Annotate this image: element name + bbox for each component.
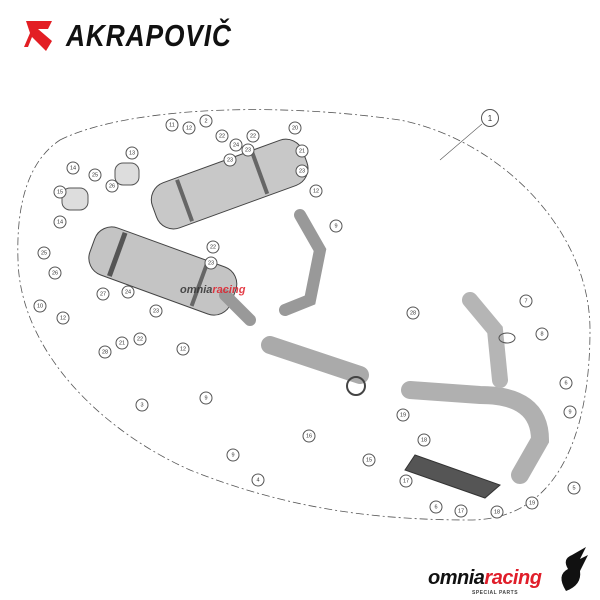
- brand-name: AKRAPOVIČ: [66, 18, 232, 53]
- callout-part-18: 18: [490, 505, 504, 519]
- callout-part-15: 15: [53, 185, 67, 199]
- akrapovic-logo: AKRAPOVIČ: [22, 18, 261, 54]
- callout-part-27: 27: [96, 287, 110, 301]
- callout-part-17: 17: [399, 474, 413, 488]
- callout-part-12: 12: [56, 311, 70, 325]
- callout-part-26: 26: [105, 179, 119, 193]
- lower-silencer: [88, 226, 238, 316]
- callout-part-9: 9: [199, 391, 213, 405]
- callout-part-23: 23: [223, 153, 237, 167]
- upper-link-pipe: [279, 209, 327, 316]
- callout-part-10: 10: [33, 299, 47, 313]
- callout-part-6: 6: [559, 376, 573, 390]
- logo-tagline: SPECIAL PARTS: [472, 590, 519, 596]
- callout-part-6: 6: [429, 500, 443, 514]
- heat-shield: [404, 454, 501, 499]
- callout-part-1: 1: [481, 109, 499, 127]
- lower-link-pipe: [219, 289, 256, 326]
- callout-part-25: 25: [37, 246, 51, 260]
- callout-part-11: 11: [165, 118, 179, 132]
- callout-part-13: 13: [125, 146, 139, 160]
- callout-part-21: 21: [115, 336, 129, 350]
- callout-part-23: 23: [204, 256, 218, 270]
- callout-part-17: 17: [454, 504, 468, 518]
- callout-part-21: 21: [295, 144, 309, 158]
- callout-part-8: 8: [535, 327, 549, 341]
- end-cap-15: [61, 187, 89, 211]
- callout-part-23: 23: [149, 304, 163, 318]
- callout-part-19: 19: [525, 496, 539, 510]
- callout-part-28: 28: [98, 345, 112, 359]
- callout-part-15: 15: [362, 453, 376, 467]
- clamp-15: [346, 376, 366, 396]
- callout-part-23: 23: [241, 143, 255, 157]
- callout-part-26: 26: [48, 266, 62, 280]
- callout-part-9: 9: [226, 448, 240, 462]
- callout-part-4: 4: [251, 473, 265, 487]
- griffin-icon: [561, 547, 588, 591]
- callout-part-12: 12: [176, 342, 190, 356]
- callout-part-22: 22: [215, 129, 229, 143]
- callout-part-20: 20: [288, 121, 302, 135]
- callout-part-22: 22: [206, 240, 220, 254]
- kit-boundary-outline: [17, 109, 591, 521]
- callout-part-19: 19: [396, 408, 410, 422]
- callout-part-2: 2: [199, 114, 213, 128]
- callout-part-12: 12: [309, 184, 323, 198]
- callout-part-3: 3: [135, 398, 149, 412]
- callout-part-22: 22: [246, 129, 260, 143]
- end-cap-13: [114, 162, 140, 186]
- callout-part-24: 24: [229, 138, 243, 152]
- callout-part-7: 7: [519, 294, 533, 308]
- callout-part-5: 5: [567, 481, 581, 495]
- akrapovic-emblem-icon: [24, 21, 52, 51]
- upper-silencer: [150, 138, 309, 230]
- watermark: omniaracing: [180, 284, 246, 296]
- callout-part-9: 9: [563, 405, 577, 419]
- callout-part-28: 28: [406, 306, 420, 320]
- gasket-8: [498, 332, 516, 344]
- omniaracing-logo: omniaracing SPECIAL PARTS: [428, 545, 588, 596]
- logo-text-omnia: omnia: [428, 567, 485, 589]
- callout-part-22: 22: [133, 332, 147, 346]
- callout-part-9: 9: [329, 219, 343, 233]
- mid-pipe: [261, 336, 369, 384]
- callout-part-12: 12: [182, 121, 196, 135]
- callout-part-18: 18: [417, 433, 431, 447]
- callout-part-14: 14: [66, 161, 80, 175]
- callout-part-14: 14: [53, 215, 67, 229]
- header-pipe: [401, 381, 550, 484]
- callout-part-16: 16: [302, 429, 316, 443]
- logo-text-racing: racing: [484, 567, 542, 589]
- callout-part-23: 23: [295, 164, 309, 178]
- callout-part-25: 25: [88, 168, 102, 182]
- callout-part-24: 24: [121, 285, 135, 299]
- header-pipe-front: [462, 292, 508, 388]
